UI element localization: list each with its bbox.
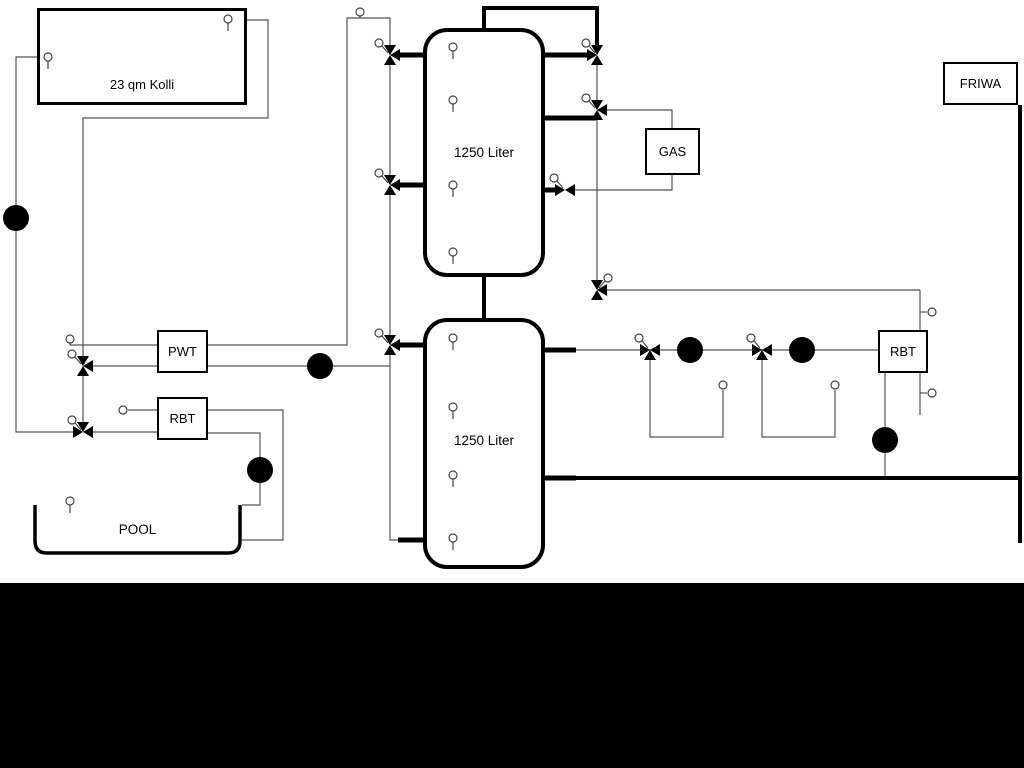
solar-return-pipe bbox=[15, 56, 73, 433]
temperature-sensor-icon bbox=[43, 52, 53, 69]
pipe-network-thick bbox=[398, 6, 1022, 543]
rbt-right-box: RBT bbox=[878, 330, 928, 373]
friwa-station-box: FRIWA bbox=[943, 62, 1018, 105]
pwt-to-charging-column-pipe bbox=[208, 17, 391, 346]
temperature-sensor-icon bbox=[448, 180, 458, 197]
pwt-heat-exchanger-box: PWT bbox=[157, 330, 208, 373]
temperature-sensor-icon bbox=[448, 95, 458, 112]
charging-column-segment-3 bbox=[389, 354, 399, 541]
pool-supply-pipe bbox=[208, 409, 284, 541]
pipe-network-thin bbox=[15, 17, 927, 541]
gas-supply-pipe bbox=[606, 109, 673, 128]
circuit-1-return-loop bbox=[649, 359, 724, 438]
pool-basin bbox=[33, 505, 242, 555]
temperature-sensor-icon bbox=[448, 42, 458, 59]
tank-top-label: 1250 Liter bbox=[453, 145, 515, 160]
temperature-sensor-icon bbox=[448, 533, 458, 550]
three-way-valve-icon bbox=[67, 415, 93, 438]
temperature-sensor-icon bbox=[448, 402, 458, 419]
temperature-sensor-icon bbox=[355, 7, 365, 18]
friwa-station-label: FRIWA bbox=[959, 76, 1002, 91]
buffer-tank-bottom bbox=[423, 318, 545, 569]
solar-supply-pipe bbox=[82, 19, 269, 357]
rbt-right-label: RBT bbox=[890, 344, 916, 359]
temperature-sensor-icon bbox=[448, 470, 458, 487]
temperature-sensor-icon bbox=[927, 388, 937, 398]
tank-top-header-pipe bbox=[482, 6, 599, 47]
three-way-valve-icon bbox=[581, 38, 603, 65]
gas-return-pipe bbox=[574, 175, 673, 191]
pool-label: POOL bbox=[118, 522, 157, 537]
three-way-valve-icon bbox=[67, 349, 93, 376]
three-way-valve-icon bbox=[746, 333, 772, 360]
temperature-sensor-icon bbox=[718, 380, 728, 390]
pump-icon bbox=[307, 353, 333, 379]
temperature-sensor-icon bbox=[65, 334, 75, 345]
tank-bottom-label: 1250 Liter bbox=[453, 433, 515, 448]
three-way-valve-icon bbox=[634, 333, 660, 360]
temperature-sensor-icon bbox=[830, 380, 840, 390]
pwt-heat-exchanger-label: PWT bbox=[168, 344, 197, 359]
gas-boiler-box: GAS bbox=[645, 128, 700, 175]
temperature-sensor-icon bbox=[223, 14, 233, 31]
rbt-left-label: RBT bbox=[169, 411, 196, 426]
temperature-sensor-icon bbox=[65, 496, 75, 513]
temperature-sensor-icon bbox=[118, 405, 128, 415]
pump-icon bbox=[3, 205, 29, 231]
temperature-sensor-icon bbox=[448, 247, 458, 264]
gas-boiler-label: GAS bbox=[658, 144, 687, 159]
pump-icon bbox=[789, 337, 815, 363]
pump-icon bbox=[247, 457, 273, 483]
pump-icon bbox=[872, 427, 898, 453]
rbt-left-box: RBT bbox=[157, 397, 208, 440]
bottom-black-bar bbox=[0, 583, 1024, 768]
solar-collector-box: 23 qm Kolli bbox=[37, 8, 247, 105]
buffer-tank-top bbox=[423, 28, 545, 277]
temperature-sensors bbox=[43, 7, 937, 550]
three-way-valve-icon bbox=[374, 328, 400, 355]
three-way-valve-icon bbox=[591, 273, 613, 300]
three-way-valve-icon bbox=[374, 38, 400, 65]
circuit-2-return-loop bbox=[761, 359, 836, 438]
solar-collector-label: 23 qm Kolli bbox=[109, 77, 175, 92]
pump-icon bbox=[677, 337, 703, 363]
temperature-sensor-icon bbox=[927, 307, 937, 317]
shutoff-valve-icon bbox=[549, 173, 575, 196]
hydraulic-schematic bbox=[3, 6, 1022, 569]
three-way-valve-icon bbox=[374, 168, 400, 195]
temperature-sensor-icon bbox=[448, 333, 458, 350]
